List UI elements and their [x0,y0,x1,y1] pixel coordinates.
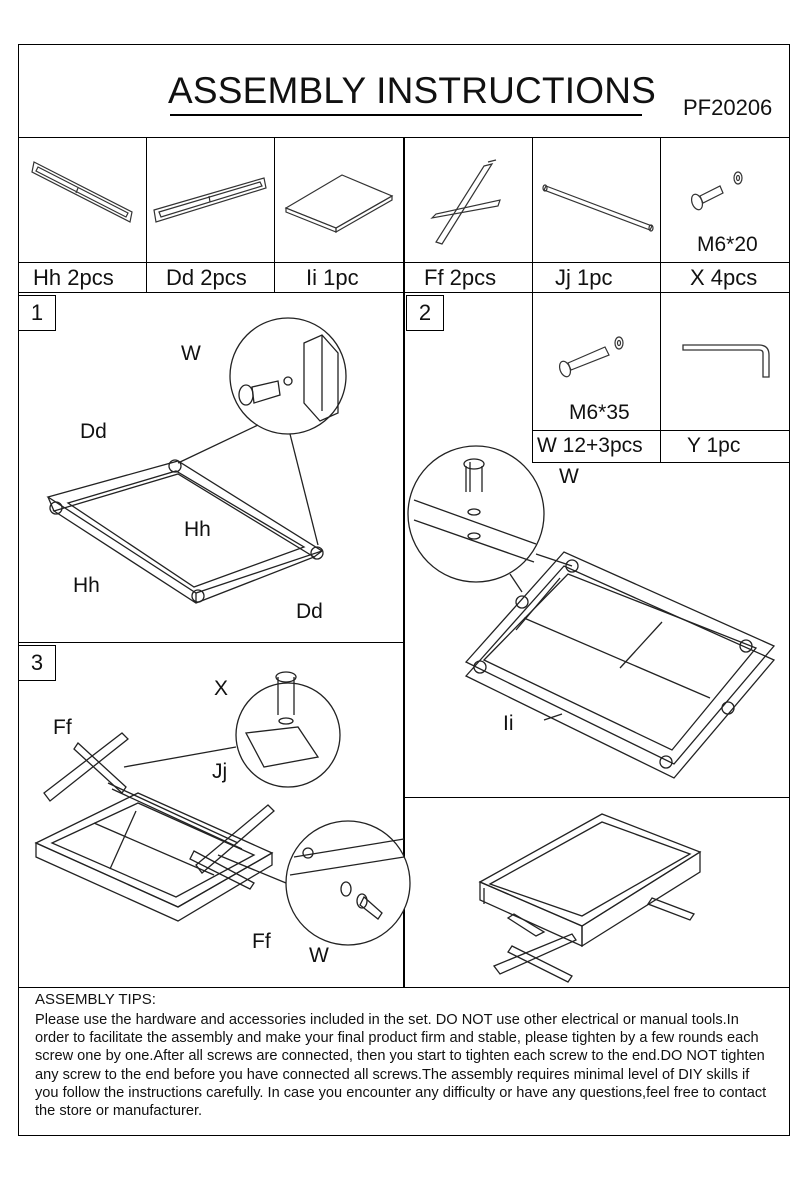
divider [660,137,661,292]
part-ii-illustration [274,140,403,260]
page-title: ASSEMBLY INSTRUCTIONS [168,70,657,111]
part-label-dd: Dd 2pcs [166,265,247,290]
step3-label-jj: Jj [212,760,228,783]
bolt-w-illustration [533,293,660,403]
step3-label-ff-top: Ff [53,716,72,739]
part-ff-illustration [404,140,532,260]
part-jj-illustration [532,140,660,260]
divider [532,430,790,431]
step1-frame-illustration [18,293,404,642]
divider [274,137,275,292]
part-label-hh: Hh 2pcs [33,265,114,290]
step3-label-w: W [309,944,329,967]
step2-label-ii: Ii [503,712,514,735]
hardware-label-w: W 12+3pcs [537,434,643,457]
bolt-size-x: M6*20 [697,233,758,256]
step2-frame-illustration [404,462,790,797]
step1-label-hh-inner: Hh [184,518,211,541]
step1-label-dd-top: Dd [80,420,107,443]
finished-table-illustration [404,798,790,987]
step2-label-w: W [559,465,579,488]
step1-label-w: W [181,342,201,365]
divider [532,292,533,462]
divider [403,137,405,987]
tips-text: Please use the hardware and accessories … [35,1012,767,1120]
bolt-size-w: M6*35 [569,401,630,424]
tips-title: ASSEMBLY TIPS: [35,991,156,1008]
step3-label-x: X [214,677,229,700]
divider [532,462,790,463]
step-number-2: 2 [406,295,444,331]
divider [660,292,661,462]
outer-frame [18,44,790,1136]
part-dd-illustration [146,140,274,260]
step-number-3: 3 [18,645,56,681]
model-code: PF20206 [683,95,773,120]
part-label-x: X 4pcs [690,265,758,290]
title-underline [170,114,642,116]
divider [532,137,533,292]
divider [18,987,790,988]
part-label-ii: Ii 1pc [306,265,359,290]
divider [18,642,404,643]
step-number-1: 1 [18,295,56,331]
divider [146,137,147,292]
divider [404,797,790,798]
part-x-bolt-illustration [660,140,790,235]
step1-label-dd-bottom: Dd [296,600,323,623]
part-label-jj: Jj 1pc [555,265,613,290]
allen-key-y-illustration [661,293,790,403]
part-label-ff: Ff 2pcs [424,265,497,290]
step3-label-ff-bottom: Ff [252,930,271,953]
step1-label-hh-left: Hh [73,574,100,597]
step3-legs-illustration [18,643,404,987]
hardware-label-y: Y 1pc [687,434,741,457]
part-hh-illustration [18,140,146,260]
